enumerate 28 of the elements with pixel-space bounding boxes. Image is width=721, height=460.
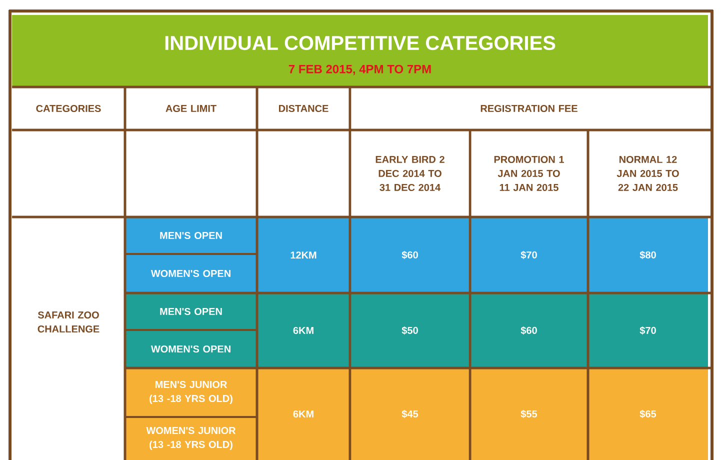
table-cell: 12KM [290,252,316,258]
table-cell: $60 [520,326,537,335]
table-cell: MEN'S OPEN [160,308,222,316]
header-cell: AGE LIMIT [166,104,216,112]
table-cell: 6KM [293,410,314,418]
table-cell: MEN'S JUNIOR (13 -18 YRS OLD) [150,380,232,404]
header-cell: PROMOTION 1 JAN 2015 TO 11 JAN 2015 [494,156,564,192]
header-cell: DISTANCE [279,104,328,112]
table-cell: WOMEN'S JUNIOR (13 -18 YRS OLD) [146,426,236,450]
header-cell: REGISTRATION FEE [480,104,578,112]
table-cell: $50 [402,326,418,335]
table-cell: $70 [640,326,656,335]
table-cell: WOMEN'S OPEN [150,270,230,278]
table-cell: $55 [520,410,538,418]
table-cell: MEN'S OPEN [160,232,222,240]
table-cell: $45 [402,410,418,418]
table-cell: 6KM [293,326,314,334]
header-cell: EARLY BIRD 2 DEC 2014 TO 31 DEC 2014 [376,156,444,192]
header-cell: CATEGORIES [36,104,101,112]
table-cell: WOMEN'S OPEN [150,345,230,353]
subtitle: 7 FEB 2015, 4PM TO 7PM [288,64,431,76]
table-cell: $70 [520,250,537,260]
table-cell: $60 [402,250,418,260]
table-cell: $80 [640,250,656,260]
table-cell: $65 [640,410,656,418]
title: INDIVIDUAL COMPETITIVE CATEGORIES [165,36,556,50]
table-cell: SAFARI ZOO CHALLENGE [38,311,100,333]
header-cell: NORMAL 12 JAN 2015 TO 22 JAN 2015 [616,156,679,192]
